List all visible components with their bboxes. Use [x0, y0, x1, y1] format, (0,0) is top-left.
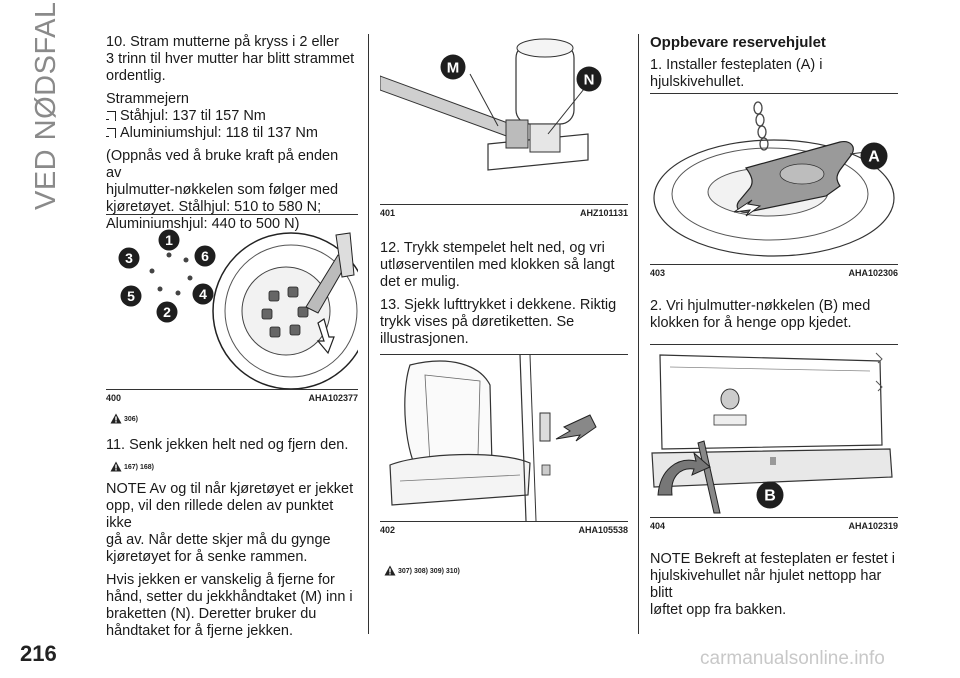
warning-icon: [110, 461, 122, 472]
force-spec: (Oppnås ved å bruke kraft på enden av hj…: [106, 148, 339, 232]
steel-torque: Ståhjul: 137 til 157 Nm: [106, 108, 356, 125]
figure-code: AHZ101131: [579, 208, 628, 218]
column-1: 10. Stram mutterne på kryss i 2 eller 3 …: [106, 34, 356, 239]
alu-torque: Aluminiumshjul: 118 til 137 Nm: [106, 125, 356, 142]
step-11: 11. Senk jekken helt ned og fjern den.: [106, 437, 349, 453]
column-1-lower: 11. Senk jekken helt ned og fjern den.: [106, 437, 360, 460]
jack-removal: Hvis jekken er vanskelig å fjerne for hå…: [106, 572, 353, 639]
jack-handle-illustration: [380, 38, 589, 171]
bolt-badge-2: 2: [156, 301, 178, 323]
figure-404: B 404 AHA102319: [650, 344, 898, 531]
step-10: 10. Stram mutterne på kryss i 2 eller 3 …: [106, 34, 355, 84]
figure-code: AHA102306: [848, 268, 898, 278]
step-2: 2. Vri hjulmutter-nøkkelen (B) med klokk…: [650, 298, 871, 331]
truck-tailgate-illustration: [651, 352, 893, 514]
column-3-step2: 2. Vri hjulmutter-nøkkelen (B) med klokk…: [650, 298, 900, 338]
figure-number: 404: [650, 521, 666, 531]
figure-number: 400: [106, 393, 122, 403]
figure-402: 402 AHA105538: [380, 354, 628, 535]
figure-number: 402: [380, 525, 396, 535]
warning-ref-306: 306): [110, 413, 138, 424]
note-jack: NOTE Av og til når kjøretøyet er jekket …: [106, 481, 354, 565]
label-a-badge: A: [860, 142, 888, 170]
svg-text:2: 2: [163, 304, 171, 320]
figure-400: 1 2 3 4 5 6 400 AHA102377: [106, 214, 358, 403]
column-3-note: NOTE Bekreft at festeplaten er festet i …: [650, 551, 906, 625]
torque-spec: Strammejern Ståhjul: 137 til 157 Nm Alum…: [106, 91, 356, 142]
column-divider-2: [638, 34, 639, 634]
svg-text:A: A: [868, 149, 880, 166]
step-13: 13. Sjekk lufttrykket i dekkene. Riktig …: [380, 297, 617, 347]
bolt-badge-5: 5: [120, 285, 142, 307]
figure-401: M N 401 AHZ101131: [380, 34, 628, 218]
bolt-badge-1: 1: [158, 229, 180, 251]
svg-text:1: 1: [165, 232, 173, 248]
svg-text:6: 6: [201, 248, 209, 264]
page-number: 216: [20, 641, 57, 666]
figure-code: AHA102377: [308, 393, 358, 403]
svg-text:M: M: [447, 60, 460, 77]
bolt-badge-4: 4: [192, 283, 214, 305]
svg-text:B: B: [764, 488, 776, 505]
svg-text:4: 4: [199, 286, 207, 302]
svg-text:N: N: [584, 72, 595, 89]
bolt-badge-3: 3: [118, 247, 140, 269]
wheel-nut-illustration: [149, 232, 358, 389]
section-title: VED NØDSFALL: [30, 0, 62, 210]
figure-403: A 403 AHA102306: [650, 93, 898, 278]
bolt-badge-6: 6: [194, 245, 216, 267]
column-divider-1: [368, 34, 369, 634]
figure-code: AHA102319: [848, 521, 898, 531]
watermark: carmanualsonline.info: [700, 648, 885, 669]
section-heading: Oppbevare reservehjulet: [650, 34, 826, 51]
figure-number: 403: [650, 268, 666, 278]
spare-wheel-plate-illustration: [653, 101, 895, 257]
warning-refs-307-310: 307) 308) 309) 310): [384, 565, 460, 576]
figure-code: AHA105538: [578, 525, 628, 535]
label-m-badge: M: [440, 54, 466, 80]
column-3-text: Oppbevare reservehjulet 1. Installer fes…: [650, 34, 900, 97]
seat-door-illustration: [389, 355, 597, 521]
figure-number: 401: [380, 208, 396, 218]
svg-text:5: 5: [127, 288, 135, 304]
step-1: 1. Installer festeplaten (A) i hjulskive…: [650, 57, 823, 90]
svg-text:3: 3: [125, 250, 133, 266]
note-plate: NOTE Bekreft at festeplaten er festet i …: [650, 551, 895, 618]
column-2-text: 12. Trykk stempelet helt ned, og vri utl…: [380, 240, 630, 354]
warning-ref-167-168: 167) 168): [110, 461, 154, 472]
label-n-badge: N: [576, 66, 602, 92]
label-b-badge: B: [756, 481, 784, 509]
warning-icon: [110, 413, 122, 424]
column-1-notes: NOTE Av og til når kjøretøyet er jekket …: [106, 481, 362, 646]
warning-icon: [384, 565, 396, 576]
step-12: 12. Trykk stempelet helt ned, og vri utl…: [380, 240, 615, 290]
